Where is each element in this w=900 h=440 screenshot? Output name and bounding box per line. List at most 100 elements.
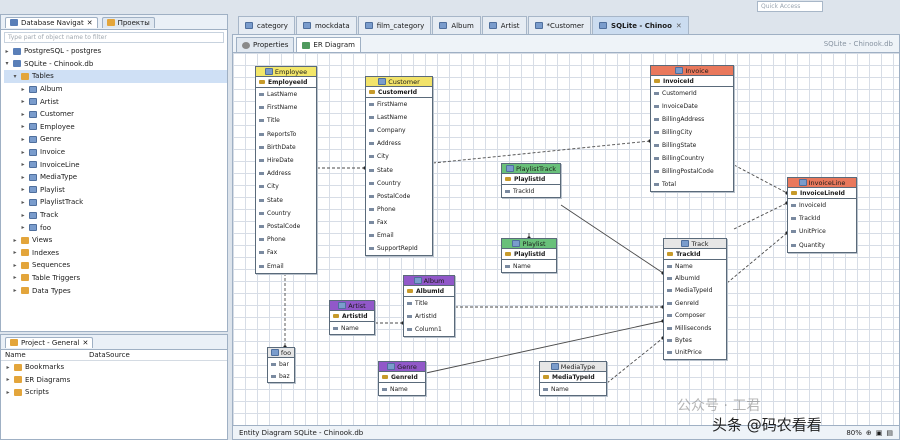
- entity-column[interactable]: ReportsTo: [256, 128, 316, 141]
- entity-header[interactable]: foo: [268, 348, 294, 358]
- entity-column[interactable]: FirstName: [256, 101, 316, 114]
- tree-table-playlist[interactable]: ▸Playlist: [4, 184, 227, 197]
- zoom-level[interactable]: 80%: [846, 428, 862, 437]
- entity-column[interactable]: UnitPrice: [788, 225, 856, 238]
- entity-header[interactable]: Invoice: [651, 66, 733, 76]
- entity-primary-key[interactable]: CustomerId: [366, 87, 432, 98]
- expand-icon[interactable]: ▸: [21, 186, 25, 194]
- tree-folder-sequences[interactable]: ▸Sequences: [4, 259, 227, 272]
- tree-table-genre[interactable]: ▸Genre: [4, 133, 227, 146]
- entity-header[interactable]: Playlist: [502, 239, 556, 249]
- entity-primary-key[interactable]: InvoiceId: [651, 76, 733, 87]
- editor-tab-1[interactable]: mockdata: [295, 16, 357, 34]
- entity-column[interactable]: InvoiceDate: [651, 100, 733, 113]
- entity-column[interactable]: BillingState: [651, 139, 733, 152]
- tree-table-employee[interactable]: ▸Employee: [4, 121, 227, 134]
- tree-table-album[interactable]: ▸Album: [4, 83, 227, 96]
- entity-column[interactable]: InvoiceId: [788, 199, 856, 212]
- entity-header[interactable]: MediaType: [540, 362, 606, 372]
- layout-icon[interactable]: ▤: [886, 428, 893, 437]
- tab-projects[interactable]: Проекты: [101, 16, 155, 28]
- entity-header[interactable]: PlaylistTrack: [502, 164, 560, 174]
- expand-icon[interactable]: ▸: [21, 211, 25, 219]
- entity-column[interactable]: Quantity: [788, 239, 856, 252]
- tab-project-general[interactable]: Project - General✕: [5, 336, 94, 348]
- col-datasource[interactable]: DataSource: [89, 351, 130, 359]
- entity-column[interactable]: Address: [256, 167, 316, 180]
- entity-header[interactable]: Artist: [330, 301, 374, 311]
- tree-table-track[interactable]: ▸Track: [4, 209, 227, 222]
- entity-column[interactable]: TrackId: [788, 212, 856, 225]
- entity-column[interactable]: Bytes: [664, 334, 726, 346]
- editor-tab-0[interactable]: category: [238, 16, 295, 34]
- expand-icon[interactable]: ▸: [13, 236, 17, 244]
- expand-icon[interactable]: ▾: [13, 72, 17, 80]
- entity-column[interactable]: Phone: [256, 233, 316, 246]
- entity-column[interactable]: CustomerId: [651, 87, 733, 100]
- tree-table-foo[interactable]: ▸foo: [4, 221, 227, 234]
- tab-properties[interactable]: Properties: [236, 37, 295, 52]
- expand-icon[interactable]: ▸: [21, 85, 25, 93]
- expand-icon[interactable]: ▸: [13, 274, 17, 282]
- entity-primary-key[interactable]: EmployeeId: [256, 77, 316, 88]
- entity-column[interactable]: LastName: [366, 111, 432, 124]
- entity-column[interactable]: Name: [540, 383, 606, 395]
- close-icon[interactable]: ✕: [675, 21, 682, 30]
- editor-tab-2[interactable]: film_category: [357, 16, 432, 34]
- entity-primary-key[interactable]: ArtistId: [330, 311, 374, 322]
- tree-folder-views[interactable]: ▸Views: [4, 234, 227, 247]
- entity-column[interactable]: BillingCountry: [651, 152, 733, 165]
- expand-icon[interactable]: ▸: [21, 148, 25, 156]
- entity-column[interactable]: Milliseconds: [664, 322, 726, 334]
- entity-primary-key[interactable]: TrackId: [664, 249, 726, 260]
- expand-icon[interactable]: ▸: [21, 123, 25, 131]
- entity-column[interactable]: GenreId: [664, 297, 726, 309]
- expand-icon[interactable]: ▸: [6, 376, 10, 384]
- entity-column[interactable]: PostalCode: [366, 190, 432, 203]
- relation-line[interactable]: [560, 204, 664, 274]
- entity-column[interactable]: FirstName: [366, 98, 432, 111]
- tree-table-customer[interactable]: ▸Customer: [4, 108, 227, 121]
- entity-header[interactable]: Employee: [256, 67, 316, 77]
- entity-column[interactable]: BillingPostalCode: [651, 165, 733, 178]
- quick-access-field[interactable]: Quick Access: [757, 1, 823, 12]
- expand-icon[interactable]: ▸: [13, 287, 17, 295]
- project-item-scripts[interactable]: ▸Scripts: [5, 386, 227, 399]
- entity-column[interactable]: Name: [502, 260, 556, 272]
- navigator-filter-input[interactable]: Type part of object name to filter: [4, 32, 224, 43]
- tree-table-playlisttrack[interactable]: ▸PlaylistTrack: [4, 196, 227, 209]
- entity-column[interactable]: BirthDate: [256, 141, 316, 154]
- project-item-er-diagrams[interactable]: ▸ER Diagrams: [5, 374, 227, 387]
- entity-column[interactable]: LastName: [256, 88, 316, 101]
- tree-connection-sqlite[interactable]: ▾SQLite - Chinook.db: [4, 58, 227, 71]
- relation-line[interactable]: [425, 320, 664, 374]
- entity-column[interactable]: Composer: [664, 310, 726, 322]
- entity-column[interactable]: Title: [404, 297, 454, 310]
- relation-line[interactable]: [606, 337, 664, 384]
- entity-header[interactable]: Customer: [366, 77, 432, 87]
- entity-column[interactable]: Country: [256, 207, 316, 220]
- entity-column[interactable]: Fax: [366, 216, 432, 229]
- close-icon[interactable]: ✕: [82, 338, 89, 347]
- expand-icon[interactable]: ▸: [13, 249, 17, 257]
- expand-icon[interactable]: ▸: [21, 135, 25, 143]
- entity-column[interactable]: baz: [268, 370, 294, 382]
- col-name[interactable]: Name: [5, 351, 26, 359]
- entity-column[interactable]: Email: [256, 259, 316, 272]
- entity-column[interactable]: TrackId: [502, 185, 560, 197]
- entity-column[interactable]: HireDate: [256, 154, 316, 167]
- tab-database-navigator[interactable]: Database Navigat✕: [5, 16, 98, 28]
- relation-line[interactable]: [733, 164, 788, 194]
- entity-primary-key[interactable]: GenreId: [379, 372, 425, 383]
- entity-column[interactable]: Column1: [404, 323, 454, 336]
- relation-line[interactable]: [726, 232, 788, 284]
- tree-connection-postgres[interactable]: ▸PostgreSQL - postgres: [4, 45, 227, 58]
- entity-column[interactable]: Country: [366, 177, 432, 190]
